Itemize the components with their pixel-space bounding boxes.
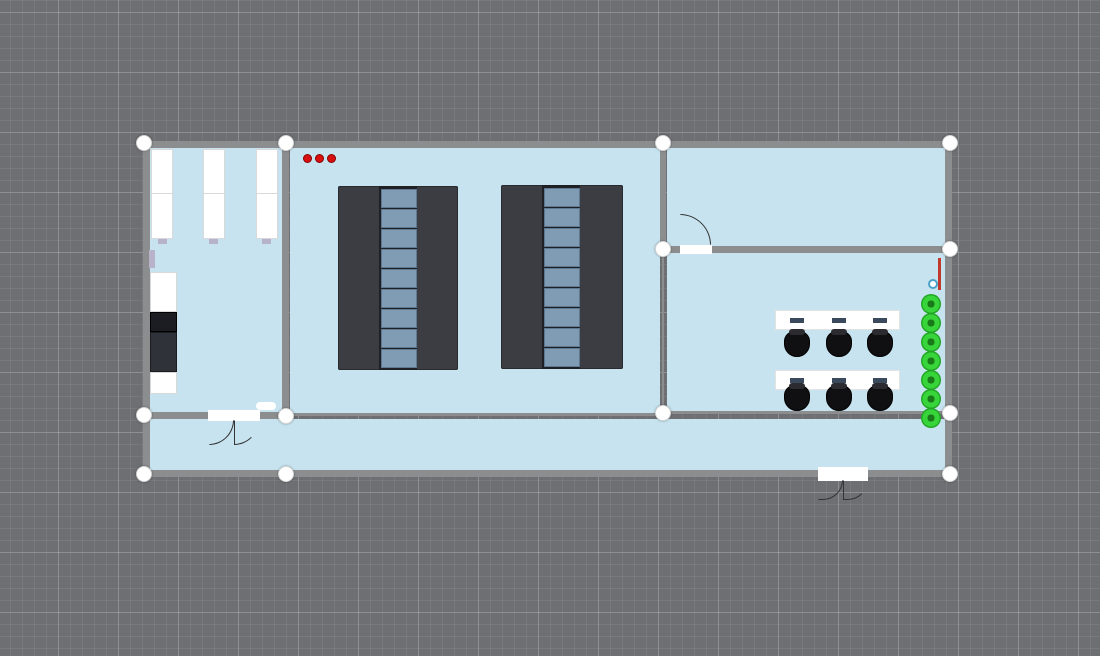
monitor-icon — [832, 318, 846, 323]
rack-slot[interactable] — [544, 228, 580, 247]
fridge-shadow — [209, 239, 218, 244]
fridge-shadow — [158, 239, 167, 244]
vertex-handle-icon[interactable] — [136, 466, 152, 482]
wall-server-corridor[interactable] — [288, 413, 663, 416]
vertex-handle-icon[interactable] — [942, 466, 958, 482]
rack-slot[interactable] — [544, 328, 580, 347]
fridge[interactable] — [203, 149, 225, 239]
wall-top[interactable] — [144, 141, 950, 148]
corridor-floor[interactable] — [150, 419, 947, 471]
monitor-icon — [790, 378, 804, 383]
kitchen-counter[interactable] — [150, 272, 177, 312]
rack-slot[interactable] — [381, 189, 417, 208]
rack-slot[interactable] — [381, 249, 417, 268]
status-light-icon — [303, 154, 312, 163]
rack-slot[interactable] — [381, 269, 417, 288]
main-entrance-door[interactable] — [818, 467, 868, 481]
rack-slot[interactable] — [544, 248, 580, 267]
rack-slot[interactable] — [544, 288, 580, 307]
monitor-icon — [873, 378, 887, 383]
stove[interactable] — [150, 312, 177, 332]
vertex-handle-icon[interactable] — [942, 241, 958, 257]
plant-icon[interactable] — [921, 332, 941, 352]
chair-icon[interactable] — [784, 383, 810, 411]
server-rack[interactable] — [501, 185, 623, 369]
vertex-handle-icon[interactable] — [942, 405, 958, 421]
plant-icon[interactable] — [921, 389, 941, 409]
storage-door[interactable] — [680, 245, 712, 254]
rack-slot[interactable] — [544, 308, 580, 327]
wall-storage-office[interactable] — [663, 246, 950, 253]
chair-icon[interactable] — [784, 329, 810, 357]
vertex-handle-icon[interactable] — [136, 135, 152, 151]
vertex-handle-icon[interactable] — [942, 135, 958, 151]
rack-slot[interactable] — [381, 209, 417, 228]
status-light-icon — [315, 154, 324, 163]
plant-icon[interactable] — [921, 351, 941, 371]
vertex-handle-icon[interactable] — [136, 407, 152, 423]
wall-bottom[interactable] — [144, 470, 950, 477]
kitchen-door[interactable] — [208, 410, 260, 421]
door-swing-icon — [818, 480, 843, 500]
rack-slot[interactable] — [381, 289, 417, 308]
wall-right[interactable] — [945, 141, 952, 477]
fridge-divider — [256, 193, 278, 194]
chair-icon[interactable] — [867, 383, 893, 411]
storage-room-floor[interactable] — [667, 148, 947, 246]
vertex-handle-icon[interactable] — [278, 135, 294, 151]
wall-kitchen-server[interactable] — [282, 141, 289, 417]
rack-slot[interactable] — [544, 268, 580, 287]
door-latch — [256, 402, 276, 410]
fridge-divider — [151, 193, 173, 194]
vertex-handle-icon[interactable] — [655, 135, 671, 151]
rack-slot[interactable] — [381, 329, 417, 348]
counter-edge — [149, 250, 155, 268]
vertex-handle-icon[interactable] — [278, 466, 294, 482]
vertex-handle-icon[interactable] — [655, 405, 671, 421]
wall-left[interactable] — [143, 141, 150, 477]
wall-server-storage[interactable] — [660, 141, 666, 251]
plant-icon[interactable] — [921, 370, 941, 390]
chair-icon[interactable] — [867, 329, 893, 357]
wall-office-corridor[interactable] — [663, 411, 950, 414]
fridge-divider — [203, 193, 225, 194]
monitor-icon — [832, 378, 846, 383]
fridge[interactable] — [256, 149, 278, 239]
rack-slot[interactable] — [544, 348, 580, 367]
chair-icon[interactable] — [826, 329, 852, 357]
status-light-icon — [327, 154, 336, 163]
monitor-icon — [790, 318, 804, 323]
rack-slot[interactable] — [381, 349, 417, 368]
chair-icon[interactable] — [826, 383, 852, 411]
clock-icon — [928, 279, 938, 289]
vertex-handle-icon[interactable] — [278, 408, 294, 424]
dishwasher[interactable] — [150, 332, 177, 372]
monitor-icon — [873, 318, 887, 323]
vertex-handle-icon[interactable] — [655, 241, 671, 257]
whiteboard[interactable] — [938, 258, 941, 290]
rack-slot[interactable] — [381, 309, 417, 328]
rack-slot[interactable] — [544, 208, 580, 227]
fridge[interactable] — [151, 149, 173, 239]
rack-slot[interactable] — [381, 229, 417, 248]
server-rack[interactable] — [338, 186, 458, 370]
plant-icon[interactable] — [921, 294, 941, 314]
plant-icon[interactable] — [921, 313, 941, 333]
wall-server-office[interactable] — [662, 251, 664, 415]
rack-slot[interactable] — [544, 188, 580, 207]
fridge-shadow — [262, 239, 271, 244]
plant-icon[interactable] — [921, 408, 941, 428]
kitchen-cabinet[interactable] — [150, 372, 177, 394]
door-swing-icon — [843, 480, 868, 500]
